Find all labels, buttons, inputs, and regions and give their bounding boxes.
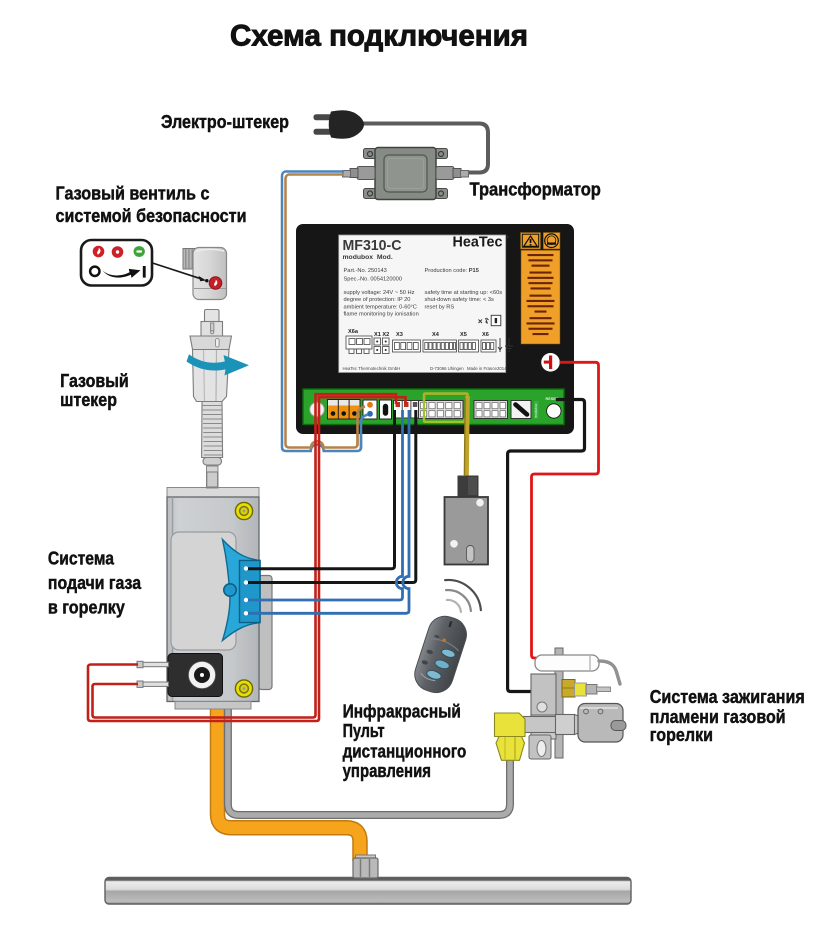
svg-text:flame monitoring by ionisation: flame monitoring by ionisation <box>344 312 419 318</box>
svg-text:пламени газовой: пламени газовой <box>650 707 786 727</box>
svg-text:в горелку: в горелку <box>48 598 125 618</box>
svg-text:Схема подключения: Схема подключения <box>230 20 528 53</box>
svg-text:modubox: modubox <box>534 403 538 418</box>
svg-text:X1 X2: X1 X2 <box>374 332 389 338</box>
svg-text:управления: управления <box>343 761 431 781</box>
svg-text:системой безопасности: системой безопасности <box>56 206 247 226</box>
svg-text:Инфракрасный: Инфракрасный <box>343 702 461 722</box>
svg-text:D-73066 Uhingen: D-73066 Uhingen <box>430 366 464 371</box>
svg-text:modubox Mod.: modubox Mod. <box>343 254 393 261</box>
svg-text:X5: X5 <box>460 332 467 338</box>
svg-text:Система зажигания: Система зажигания <box>650 687 805 707</box>
svg-text:Газовый вентиль с: Газовый вентиль с <box>56 184 210 204</box>
svg-text:RESET: RESET <box>546 397 559 401</box>
svg-text:X3: X3 <box>396 332 403 338</box>
svg-text:degree of protection: IP 20: degree of protection: IP 20 <box>344 297 411 303</box>
svg-text:supply voltage: 24V ~ 50 Hz: supply voltage: 24V ~ 50 Hz <box>344 290 415 296</box>
svg-text:HeaTec Thermotechnik GmbH: HeaTec Thermotechnik GmbH <box>343 366 401 371</box>
svg-text:2014: 2014 <box>497 366 507 371</box>
svg-text:reset by RS: reset by RS <box>425 304 455 310</box>
svg-text:ambient temperature: 0-60°C: ambient temperature: 0-60°C <box>344 304 417 310</box>
svg-text:safety time at starting up: <6: safety time at starting up: <60s <box>425 290 503 296</box>
svg-text:Made in France: Made in France <box>467 366 497 371</box>
svg-text:Part.-No. 250143: Part.-No. 250143 <box>344 268 387 274</box>
svg-text:shut-down safety time: < 3s: shut-down safety time: < 3s <box>425 297 495 303</box>
svg-text:дистанционного: дистанционного <box>343 741 467 761</box>
svg-text:Spec.-No. 0054120000: Spec.-No. 0054120000 <box>344 277 403 283</box>
svg-text:Газовый: Газовый <box>60 371 129 391</box>
svg-text:горелки: горелки <box>650 725 713 745</box>
svg-text:HeaTec: HeaTec <box>453 235 503 251</box>
svg-text:Трансформатор: Трансформатор <box>470 180 601 200</box>
svg-text:Электро-штекер: Электро-штекер <box>161 112 289 132</box>
svg-text:подачи газа: подачи газа <box>48 573 142 593</box>
svg-text:X4: X4 <box>432 332 440 338</box>
svg-text:MF310-C: MF310-C <box>343 238 402 254</box>
svg-text:Пульт: Пульт <box>343 721 385 741</box>
svg-text:штекер: штекер <box>60 390 117 410</box>
svg-text:Система: Система <box>48 549 115 569</box>
svg-text:X6: X6 <box>482 332 489 338</box>
svg-text:X6a: X6a <box>348 329 359 335</box>
svg-text:®: ® <box>506 234 510 240</box>
svg-text:Production code: P15: Production code: P15 <box>425 268 479 274</box>
